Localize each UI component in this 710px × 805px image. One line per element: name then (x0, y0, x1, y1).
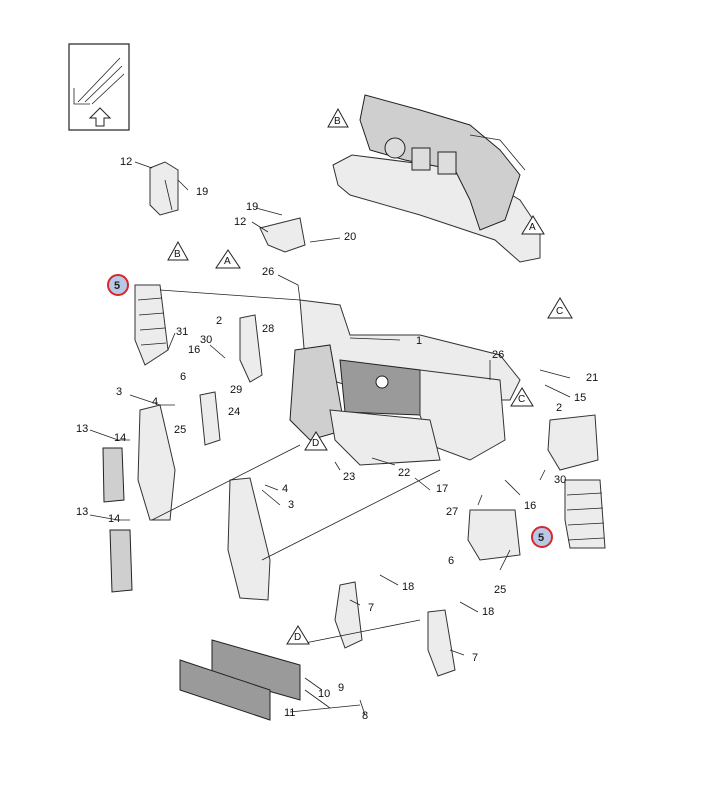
label-1: 1 (416, 335, 422, 347)
upper-frame (332, 94, 541, 263)
label-31: 31 (176, 326, 188, 338)
label-13: 13 (76, 506, 88, 518)
svg-text:B: B (174, 249, 181, 260)
highlight-callout-left: 5 (107, 274, 129, 296)
label-27: 27 (446, 506, 458, 518)
headlamp-surround-2-right (547, 414, 599, 471)
bracket-6-left (199, 391, 221, 446)
highlight-callout-right: 5 (531, 526, 553, 548)
label-23: 23 (343, 471, 355, 483)
bracket-7-left (334, 581, 363, 649)
label-2: 2 (556, 402, 562, 414)
reference-marker-a-right: A (521, 215, 545, 235)
label-21: 21 (586, 372, 598, 384)
svg-text:B: B (334, 116, 341, 127)
label-12: 12 (234, 216, 246, 228)
label-10: 10 (318, 688, 330, 700)
label-9: 9 (338, 682, 344, 694)
svg-text:5: 5 (538, 532, 544, 544)
label-18: 18 (482, 606, 494, 618)
label-6: 6 (448, 555, 454, 567)
svg-text:C: C (556, 306, 563, 317)
corner-panel-3-left-upper (137, 404, 176, 521)
reference-marker-d-middle: D (304, 431, 328, 451)
label-4: 4 (152, 396, 158, 408)
label-30: 30 (200, 334, 212, 346)
bracket-7-right (427, 609, 456, 677)
svg-text:D: D (312, 438, 319, 449)
label-26: 26 (492, 349, 504, 361)
label-14: 14 (108, 513, 120, 525)
label-3: 3 (288, 499, 294, 511)
deflector-5-right (564, 479, 606, 549)
label-6: 6 (180, 371, 186, 383)
label-15: 15 (574, 392, 586, 404)
label-19: 19 (246, 201, 258, 213)
corner-panel-3-lower (227, 477, 271, 601)
reference-marker-c-top: C (547, 297, 573, 319)
label-26: 26 (262, 266, 274, 278)
label-29: 29 (230, 384, 242, 396)
label-25: 25 (174, 424, 186, 436)
label-17: 17 (436, 483, 448, 495)
label-24: 24 (228, 406, 240, 418)
label-8: 8 (362, 710, 368, 722)
reference-marker-d-bottom: D (286, 625, 310, 645)
label-13: 13 (76, 423, 88, 435)
label-30: 30 (554, 474, 566, 486)
label-19: 19 (196, 186, 208, 198)
deflector-5-left (134, 284, 169, 366)
bracket-2-left (239, 314, 263, 383)
label-3: 3 (116, 386, 122, 398)
svg-text:A: A (529, 222, 536, 233)
lamp-13-lower (109, 529, 133, 593)
svg-text:D: D (294, 632, 301, 643)
bracket-12-upper (149, 161, 179, 216)
label-25: 25 (494, 584, 506, 596)
svg-text:5: 5 (114, 280, 120, 292)
truck-front-view-icon (68, 43, 130, 131)
reference-marker-a-left: A (215, 249, 241, 269)
front-panel-assembly (289, 299, 521, 466)
svg-text:C: C (518, 394, 525, 405)
label-4: 4 (282, 483, 288, 495)
label-2: 2 (216, 315, 222, 327)
bracket-12-middle (259, 217, 306, 253)
reference-marker-b-top: B (327, 107, 349, 128)
label-7: 7 (472, 652, 478, 664)
label-28: 28 (262, 323, 274, 335)
label-7: 7 (368, 602, 374, 614)
label-12: 12 (120, 156, 132, 168)
reference-marker-c-right: C (510, 387, 534, 407)
plate-holder-11 (179, 659, 271, 721)
reference-marker-b-left: B (167, 240, 189, 261)
plate-holder-10 (211, 639, 301, 701)
label-16: 16 (188, 344, 200, 356)
label-16: 16 (524, 500, 536, 512)
label-18: 18 (402, 581, 414, 593)
label-20: 20 (344, 231, 356, 243)
lamp-13-upper (102, 447, 125, 503)
label-14: 14 (114, 432, 126, 444)
lower-bracket-6-right (467, 509, 521, 561)
label-22: 22 (398, 467, 410, 479)
svg-text:A: A (224, 256, 231, 267)
label-11: 11 (284, 707, 295, 719)
leader-lines (89, 161, 571, 716)
part-labels: 12 19 19 12 20 26 31 2 28 1 30 16 26 21 … (76, 156, 598, 722)
